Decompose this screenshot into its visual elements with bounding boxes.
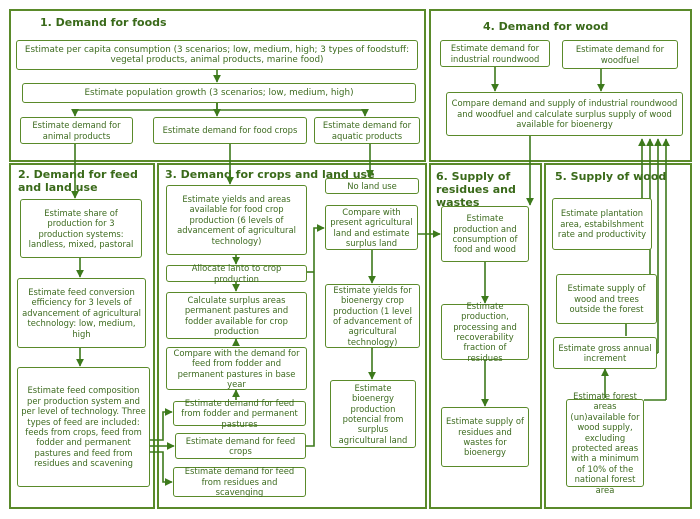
box-population-growth: Estimate population growth (3 scenarios;… [22,83,416,103]
box-production-consumption: Estimate production and consumption of f… [441,206,529,262]
section-1-title: 1. Demand for foods [40,16,167,29]
box-demand-industrial-roundwood: Estimate demand for industrial roundwood [440,40,550,67]
section-6-title: 6. Supply of residues and wastes [436,170,516,209]
box-compare-fodder-demand: Compare with the demand for feed from fo… [166,347,307,390]
section-3-frame [157,163,427,509]
section-5-title: 5. Supply of wood [555,170,667,183]
box-forest-areas: Estimate forest areas (un)available for … [566,391,644,495]
box-feed-conversion-efficiency: Estimate feed conversion efficiency for … [17,278,146,348]
box-compare-wood-supply: Compare demand and supply of industrial … [446,92,683,136]
box-demand-feed-fodder: Estimate demand for feed from fodder and… [173,398,306,429]
box-production-recoverability: Estimate production, processing and reco… [441,301,529,363]
section-6-frame [429,163,542,509]
box-demand-feed-crops: Estimate demand for feed crops [175,433,306,459]
box-supply-residues-wastes: Estimate supply of residues and wastes f… [441,407,529,467]
box-trees-outside-forest: Estimate supply of wood and trees outsid… [556,274,657,324]
box-share-production-systems: Estimate share of production for 3 produ… [20,199,142,258]
section-4-frame [429,9,692,162]
box-gross-annual-increment: Estimate gross annual increment [553,337,657,369]
box-demand-woodfuel: Estimate demand for woodfuel [562,40,678,69]
box-surplus-areas: Calculate surplus areas permanent pastur… [166,292,307,339]
section-3-title: 3. Demand for crops and land use [165,168,375,181]
box-bioenergy-potential: Estimate bioenergy production potencial … [330,380,416,448]
box-feed-composition: Estimate feed composition per production… [17,367,150,487]
section-5-frame [544,163,692,509]
box-demand-feed-residues: Estimate demand for feed from residues a… [173,466,306,497]
box-yields-bioenergy-crops: Estimate yields for bioenergy crop produ… [325,284,420,348]
box-allocate-land: Allocate lanto to crop production [166,263,307,284]
section-2-title: 2. Demand for feed and land use [18,168,138,194]
box-yields-and-areas: Estimate yields and areas available for … [166,185,307,255]
box-no-land-use: No land use [325,178,419,194]
box-per-capita-consumption: Estimate per capita consumption (3 scena… [16,40,418,70]
box-plantation-area: Estimate plantation area, estabilshment … [552,198,652,250]
section-4-title: 4. Demand for wood [483,20,609,33]
box-compare-present-land: Compare with present agricultural land a… [325,205,418,250]
box-demand-food-crops: Estimate demand for food crops [153,117,307,144]
box-demand-animal-products: Estimate demand for animal products [20,117,133,144]
section-1-frame [9,9,426,162]
box-demand-aquatic-products: Estimate demand for aquatic products [314,117,420,144]
section-2-frame [9,163,155,509]
